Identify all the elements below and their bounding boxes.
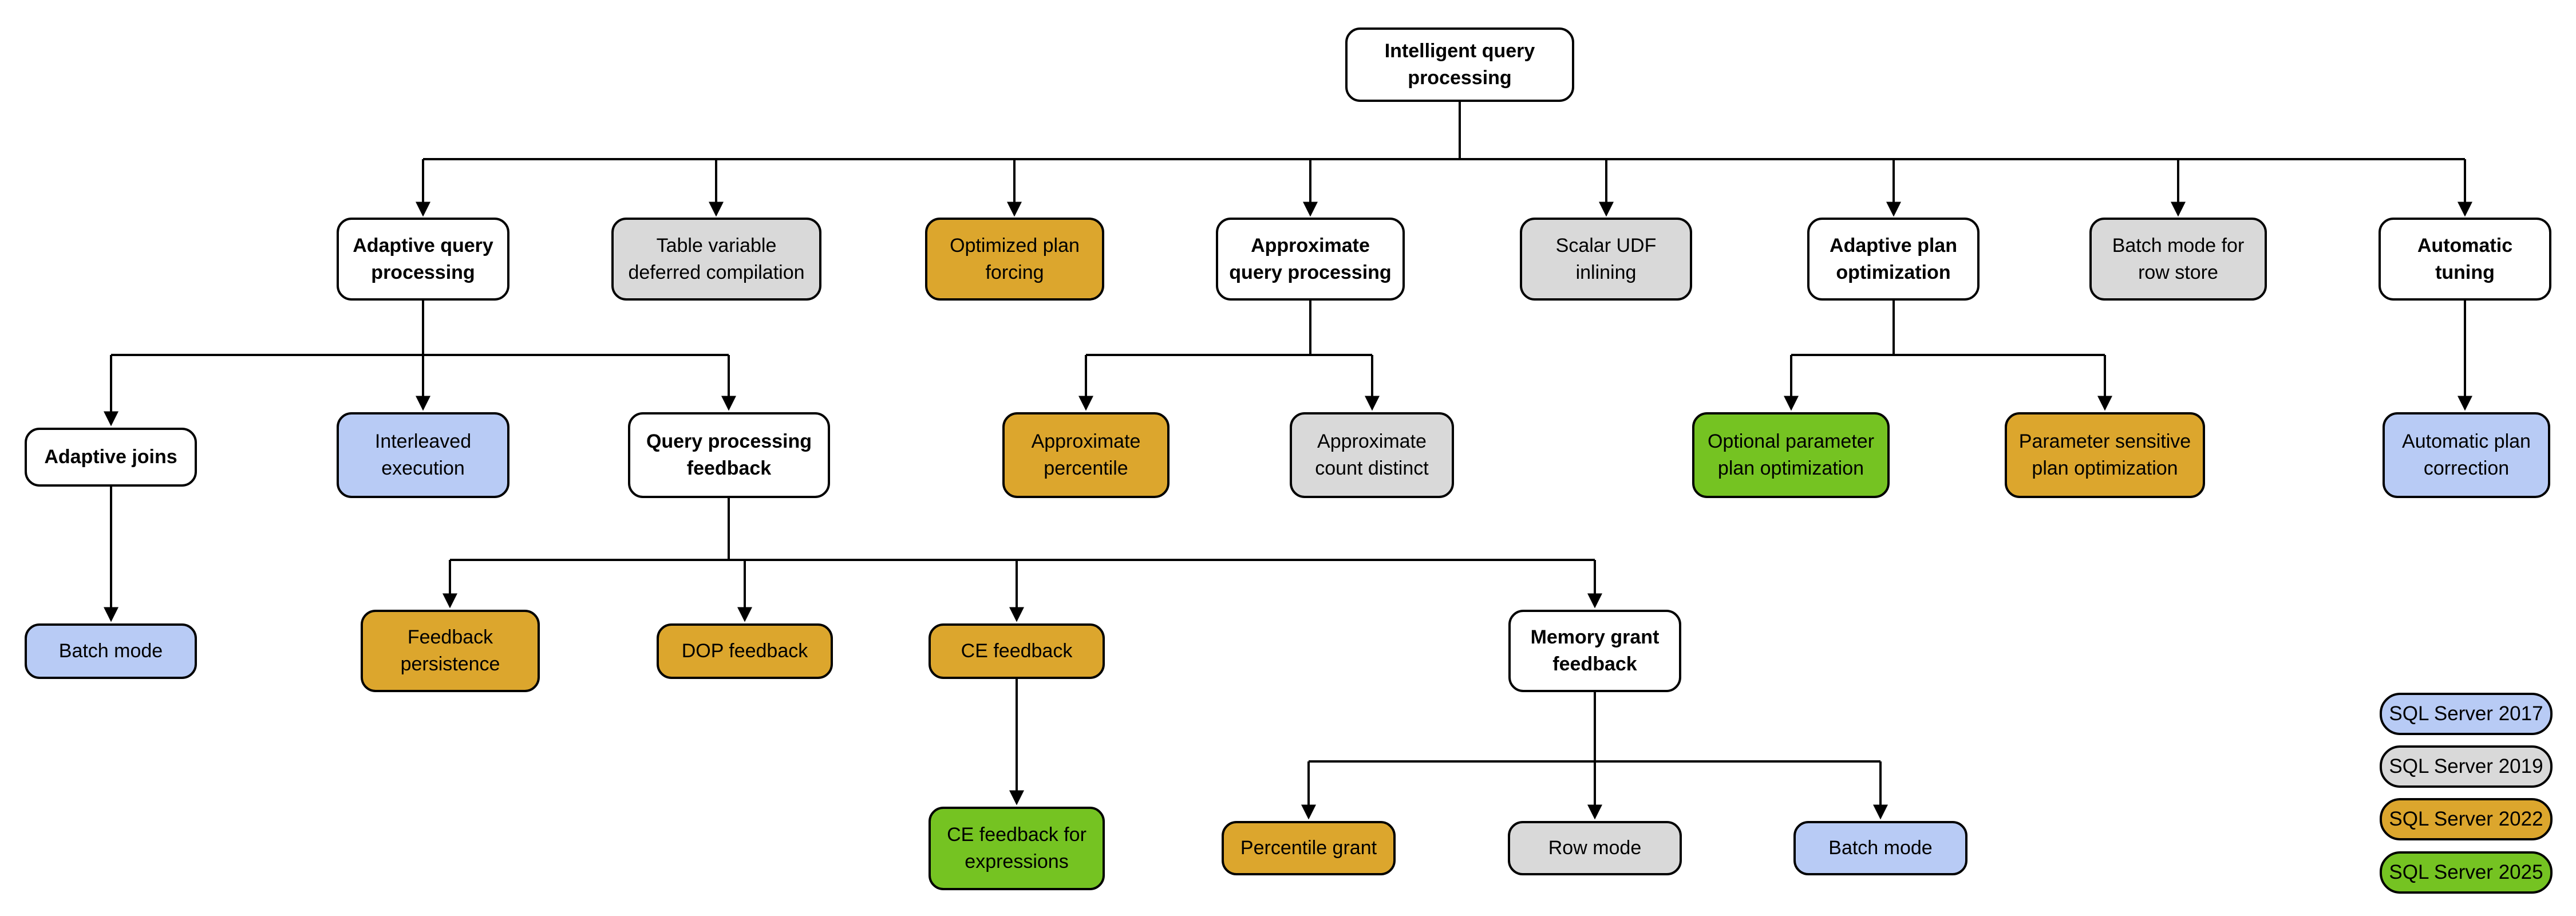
legend-item-sql-server-2025: SQL Server 2025 — [2380, 851, 2553, 894]
node-optimized-plan-forcing: Optimized plan forcing — [925, 218, 1104, 301]
connector-adaptive-query-processing-children — [104, 301, 736, 427]
node-approximate-percentile: Approximate percentile — [1002, 412, 1170, 498]
node-automatic-tuning: Automatic tuning — [2379, 218, 2551, 301]
connector-query-processing-feedback-children — [442, 498, 1602, 622]
node-query-processing-feedback: Query processing feedback — [628, 412, 830, 498]
node-adaptive-query-processing: Adaptive query processing — [337, 218, 509, 301]
legend-item-sql-server-2022: SQL Server 2022 — [2380, 798, 2553, 840]
node-approximate-query-processing: Approximate query processing — [1216, 218, 1405, 301]
connector-approximate-query-processing-children — [1078, 301, 1380, 411]
node-feedback-persistence: Feedback persistence — [361, 610, 540, 692]
node-automatic-plan-correction: Automatic plan correction — [2383, 412, 2550, 498]
node-ce-feedback: CE feedback — [929, 623, 1105, 679]
node-optional-parameter-plan-optimization: Optional parameter plan optimization — [1692, 412, 1890, 498]
node-batch-mode-for-row-store: Batch mode for row store — [2089, 218, 2267, 301]
node-parameter-sensitive-plan-optimization: Parameter sensitive plan optimization — [2005, 412, 2205, 498]
legend-item-sql-server-2017: SQL Server 2017 — [2380, 693, 2553, 735]
node-adaptive-joins: Adaptive joins — [25, 428, 197, 487]
connector-memory-grant-feedback-children — [1301, 692, 1888, 820]
node-scalar-udf-inlining: Scalar UDF inlining — [1520, 218, 1692, 301]
node-approximate-count-distinct: Approximate count distinct — [1290, 412, 1454, 498]
node-batch-mode-adaptive-joins: Batch mode — [25, 623, 197, 679]
node-dop-feedback: DOP feedback — [657, 623, 833, 679]
node-memory-grant-feedback: Memory grant feedback — [1508, 610, 1681, 692]
node-batch-mode-memory-grant: Batch mode — [1793, 821, 1967, 875]
connector-root-to-level2 — [416, 102, 2472, 217]
node-row-mode: Row mode — [1508, 821, 1682, 875]
node-table-variable-deferred-compilation: Table variable deferred compilation — [611, 218, 821, 301]
node-interleaved-execution: Interleaved execution — [337, 412, 509, 498]
node-intelligent-query-processing: Intelligent query processing — [1345, 27, 1574, 102]
legend-item-sql-server-2019: SQL Server 2019 — [2380, 745, 2553, 788]
node-ce-feedback-for-expressions: CE feedback for expressions — [929, 807, 1105, 890]
node-percentile-grant: Percentile grant — [1222, 821, 1396, 875]
connector-adaptive-plan-optimization-children — [1784, 301, 2112, 411]
node-adaptive-plan-optimization: Adaptive plan optimization — [1807, 218, 1980, 301]
